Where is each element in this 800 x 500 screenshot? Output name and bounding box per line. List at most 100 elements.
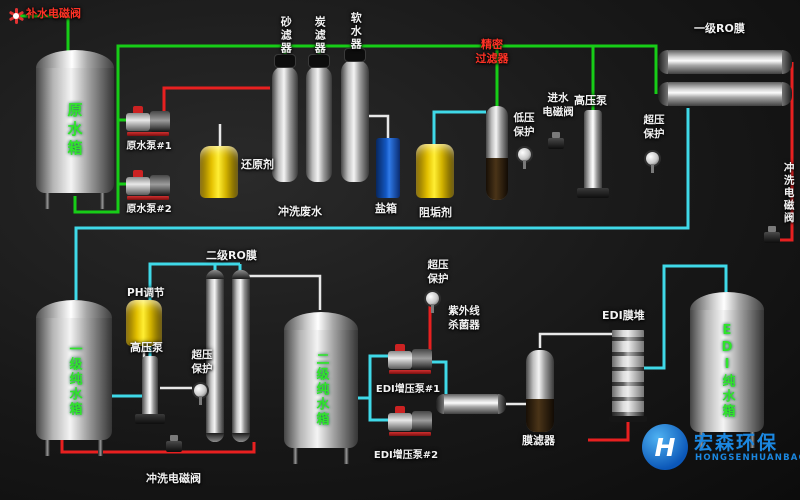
tank-leg	[98, 440, 103, 456]
pump-column	[584, 110, 602, 188]
pump-base	[127, 196, 169, 200]
edi-tank-label: EDI纯水箱	[719, 323, 735, 419]
membrane-endcap	[658, 82, 668, 106]
filter-valve-head	[275, 55, 295, 67]
membrane-filter-vessel	[526, 350, 554, 432]
pump-base	[127, 132, 169, 136]
pipe-backwash-red	[162, 86, 270, 118]
pump-head	[388, 413, 412, 431]
raw-water-tank-shell: 原水箱	[36, 68, 114, 193]
raw-pump-2-label: 原水泵#2	[126, 204, 172, 215]
makeup-valve-label: 补水电磁阀	[26, 7, 81, 20]
pipe-edi-to-tank	[644, 264, 728, 370]
edi-stack-body	[609, 324, 647, 422]
low-pressure-label: 低压 保护	[513, 112, 535, 138]
overpressure-edi-label: 超压 保护	[427, 259, 449, 285]
raw-water-tank-dome	[36, 50, 114, 68]
membrane-endcap	[658, 50, 668, 74]
ph-dosing-tank	[126, 300, 162, 346]
company-name-en: HONGSENHUANBAO	[695, 453, 800, 463]
membrane-endcap	[206, 270, 224, 279]
tank-shell: 二级纯水箱	[284, 330, 358, 448]
low-pressure-switch-icon	[518, 148, 531, 169]
tank-leg	[45, 440, 50, 456]
reducer-dosing-tank	[200, 146, 238, 198]
tank-shell: 一级纯水箱	[36, 318, 112, 440]
ro-stage2-label: 二级RO膜	[206, 249, 257, 262]
company-logo-icon: H	[642, 424, 688, 470]
pump-base	[577, 188, 609, 198]
filter-valve-head	[345, 49, 365, 61]
softener-label: 软水器	[349, 12, 363, 51]
vessel-dark-band	[486, 157, 508, 200]
tank-dome	[690, 292, 764, 310]
pipe-pump1-uv	[432, 360, 448, 394]
pump-motor	[412, 349, 432, 370]
pump-motor	[150, 111, 170, 132]
pump-base	[135, 414, 165, 424]
pure-water-tank-2: 二级纯水箱	[284, 312, 358, 464]
raw-water-tank: 原水箱	[36, 50, 114, 209]
membrane-endcap	[782, 50, 792, 74]
precision-filter-label: 精密 过滤器	[475, 38, 509, 66]
uv-sterilizer-label: 紫外线 杀菌器	[448, 305, 480, 331]
ph-adjust-label: PH调节	[127, 287, 165, 299]
makeup-valve-icon	[8, 8, 24, 24]
uv-sterilizer-body	[436, 394, 506, 414]
antiscalant-label: 阻垢剂	[419, 206, 452, 219]
pure-tank2-label: 二级纯水箱	[313, 351, 329, 427]
raw-pump-1-label: 原水泵#1	[126, 141, 172, 152]
tank-leg	[100, 193, 105, 209]
stack-flange	[609, 416, 647, 422]
overpressure-switch-icon	[646, 152, 659, 173]
pump-head	[388, 351, 412, 369]
pipe-tank2-pump2	[368, 398, 388, 422]
edi-pump-2	[388, 406, 432, 436]
tank-leg	[293, 448, 298, 464]
pump-motor	[412, 411, 432, 432]
pump-knob	[133, 170, 143, 178]
pump-head	[126, 177, 150, 195]
ro2-membrane-b	[232, 270, 250, 442]
filter-valve-head	[309, 55, 329, 67]
pipe-makeup-green	[20, 14, 70, 52]
edi-pump-2-label: EDI增压泵#2	[373, 450, 439, 461]
flush-solenoid-bottom-icon	[166, 435, 182, 452]
uv-endcap	[436, 394, 444, 414]
membrane-filter-label: 膜滤器	[522, 434, 555, 447]
tank-leg	[344, 448, 349, 464]
hp-pump-bottom-label: 高压泵	[130, 341, 163, 354]
tank-leg	[699, 432, 704, 448]
ro1-membrane-b	[658, 82, 792, 106]
overpressure-bottom-label: 超压 保护	[191, 349, 213, 375]
hp-pump-top-label: 高压泵	[574, 94, 607, 107]
pure-tank1-label: 一级纯水箱	[66, 341, 82, 417]
softener-vessel	[341, 49, 369, 182]
inlet-valve-label: 进水 电磁阀	[542, 92, 574, 118]
raw-pump-1	[126, 106, 170, 136]
overpressure-top-label: 超压 保护	[643, 114, 665, 140]
ro1-membrane-a	[658, 50, 792, 74]
overpressure-switch-icon	[194, 384, 207, 405]
reducer-label: 还原剂	[241, 158, 274, 171]
high-pressure-pump-top	[577, 110, 609, 198]
tank-leg	[750, 432, 755, 448]
tank-dome	[284, 312, 358, 330]
high-pressure-pump-bottom	[135, 356, 165, 424]
stack-flange	[609, 324, 647, 330]
sand-filter-label: 砂滤器	[279, 16, 293, 55]
pump-knob	[133, 106, 143, 114]
tank-leg	[45, 193, 50, 209]
precision-filter-vessel	[486, 106, 508, 200]
overpressure-switch-icon	[426, 292, 439, 313]
edi-pump-1	[388, 344, 432, 374]
tank-dome	[36, 300, 112, 318]
pump-knob	[395, 344, 405, 352]
pipe-edi-drain-red	[588, 420, 630, 442]
ro2-membrane-a	[206, 270, 224, 442]
raw-pump-2	[126, 170, 170, 200]
ro-stage1-label: 一级RO膜	[694, 22, 745, 35]
pump-base	[389, 370, 431, 374]
vessel-dark-band	[526, 399, 554, 432]
